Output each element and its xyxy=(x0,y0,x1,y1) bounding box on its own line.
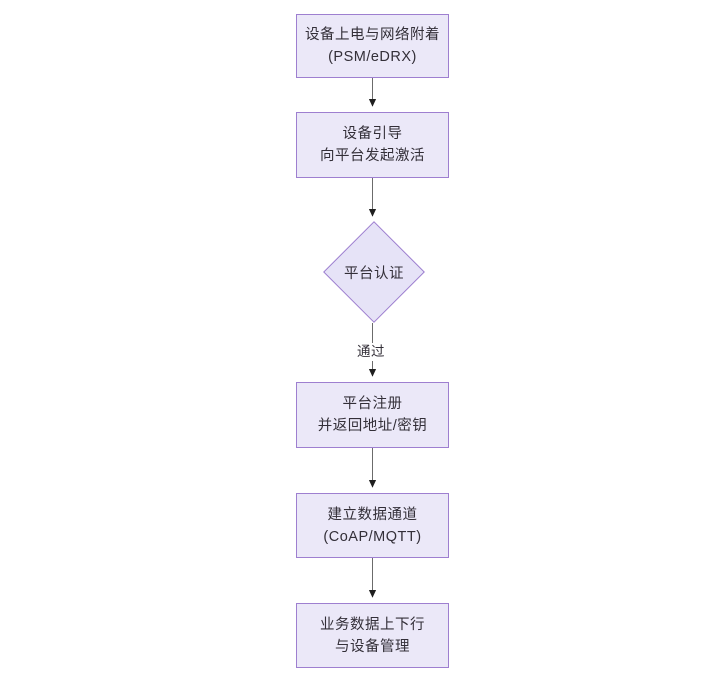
node-device-bootstrap[interactable]: 设备引导 向平台发起激活 xyxy=(296,112,449,178)
node-text-line: 设备引导 xyxy=(342,126,403,142)
node-text-line: 向平台发起激活 xyxy=(320,148,425,164)
node-text-line: 建立数据通道 xyxy=(327,506,418,523)
node-text-line: 平台认证 xyxy=(344,265,404,282)
node-business-data-and-device-management[interactable]: 业务数据上下行 与设备管理 xyxy=(296,603,449,668)
node-platform-authentication[interactable]: 平台认证 xyxy=(323,221,425,323)
node-text-line: 并返回地址/密钥 xyxy=(317,418,428,434)
node-device-power-on[interactable]: 设备上电与网络附着 (PSM/eDRX) xyxy=(296,14,449,78)
edge-label-pass: 通过 xyxy=(355,343,387,361)
node-text-line: 业务数据上下行 xyxy=(320,616,425,633)
node-text-line: 平台注册 xyxy=(342,396,403,412)
node-text-line: 设备上电与网络附着 xyxy=(305,27,440,43)
node-establish-data-channel[interactable]: 建立数据通道 (CoAP/MQTT) xyxy=(296,493,449,558)
node-text-line: (PSM/eDRX) xyxy=(328,49,417,65)
node-text-line: 与设备管理 xyxy=(335,638,410,655)
node-text-line: (CoAP/MQTT) xyxy=(323,528,422,545)
node-platform-registration[interactable]: 平台注册 并返回地址/密钥 xyxy=(296,382,449,448)
